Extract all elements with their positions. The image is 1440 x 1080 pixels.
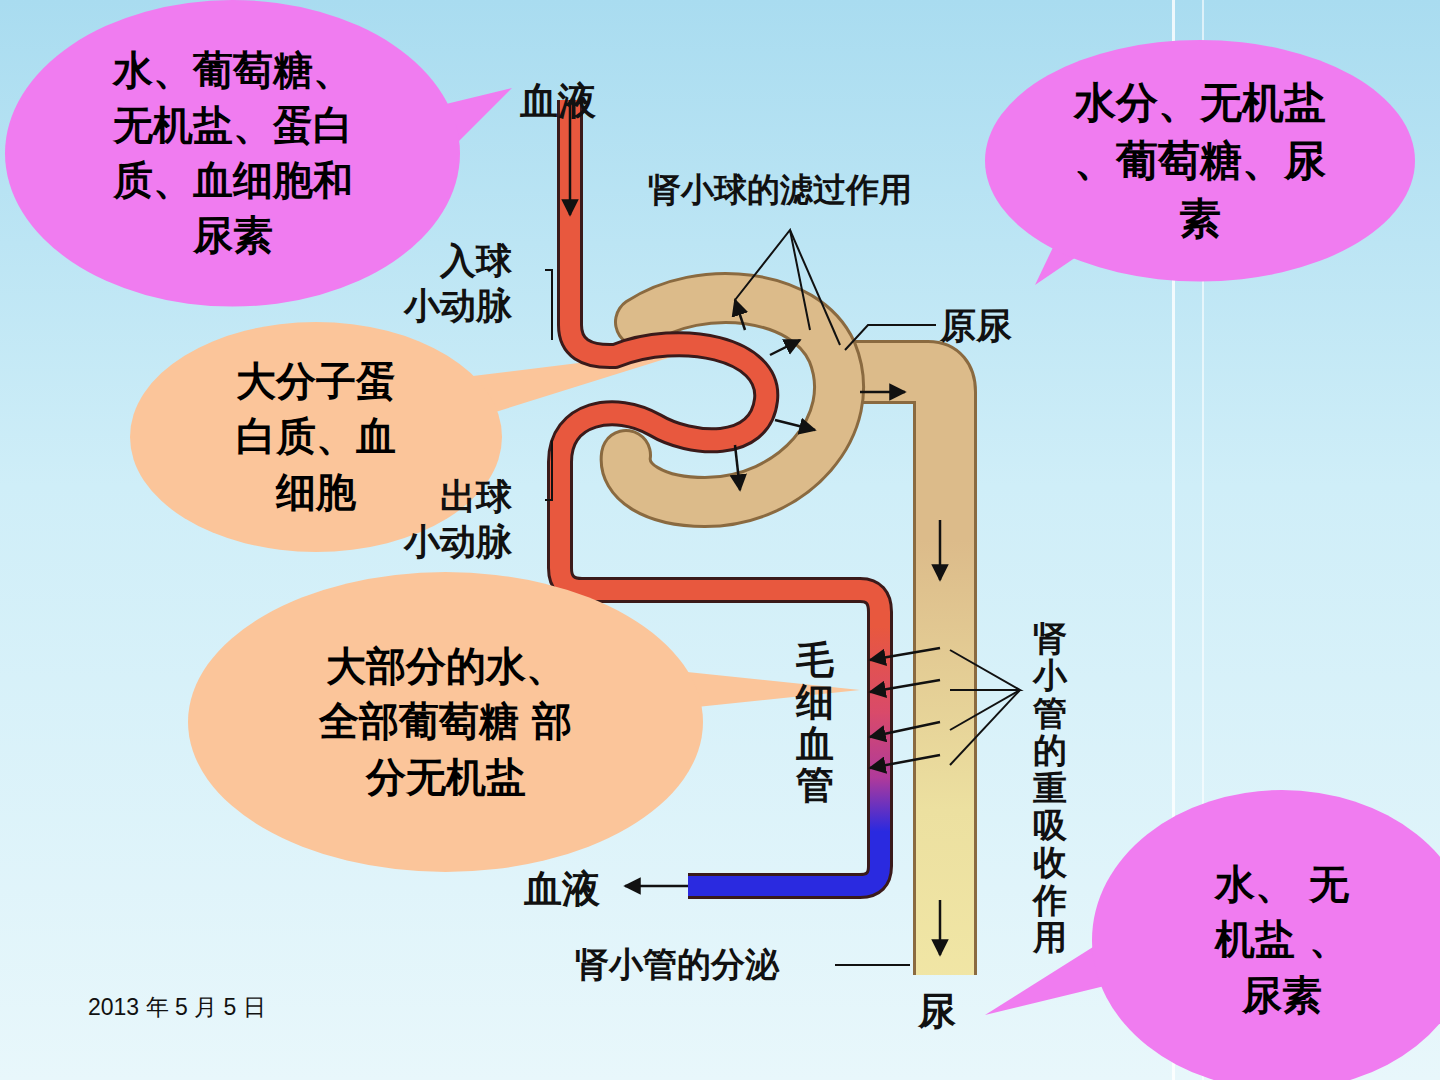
- part-label: 毛细血管: [796, 640, 834, 807]
- renal-capsule: [626, 298, 839, 502]
- bubble-text: 水、 无机盐 、 尿素: [1210, 857, 1354, 1023]
- bubble-ellipse: [130, 322, 502, 552]
- part-label: 入球 小动脉: [400, 238, 512, 328]
- part-label: 原尿: [940, 302, 1012, 351]
- bubble-text: 大部分的水、 全部葡萄糖 部分无机盐: [314, 639, 578, 805]
- bubble-ellipse: [5, 0, 460, 307]
- bubble-ellipse: [188, 572, 703, 872]
- bubble-ellipse: [1092, 790, 1440, 1080]
- process-label: 肾小管的重吸收作用: [1033, 620, 1067, 957]
- speech-bubble: 水、葡萄糖、 无机盐、蛋白 质、血细胞和 尿素: [5, 0, 460, 307]
- bubble-text: 水、葡萄糖、 无机盐、蛋白 质、血细胞和 尿素: [101, 43, 365, 264]
- blood-label: 血液: [520, 76, 596, 127]
- bubble-shape: [5, 0, 460, 307]
- process-label: 肾小管的分泌: [575, 942, 779, 988]
- speech-bubble: 水、 无机盐 、 尿素: [1092, 790, 1440, 1080]
- bubble-ellipse: [985, 40, 1415, 281]
- part-label: 出球 小动脉: [400, 474, 512, 564]
- speech-bubble: 大分子蛋 白质、血 细胞: [130, 322, 502, 552]
- date-note: 2013 年 5 月 5 日: [88, 992, 266, 1023]
- leader-lines: [545, 230, 1020, 965]
- speech-bubble: 水分、无机盐 、葡萄糖、尿 素: [985, 40, 1415, 281]
- capsule-outline: [626, 298, 839, 502]
- part-label: 肾小球的滤过作用: [648, 168, 912, 213]
- urine-label: 尿: [918, 986, 956, 1037]
- speech-bubble: 大部分的水、 全部葡萄糖 部分无机盐: [188, 572, 703, 872]
- bubble-text: 大分子蛋 白质、血 细胞: [230, 354, 402, 520]
- bubble-text: 水分、无机盐 、葡萄糖、尿 素: [1061, 74, 1338, 248]
- blood-label: 血液: [524, 864, 600, 915]
